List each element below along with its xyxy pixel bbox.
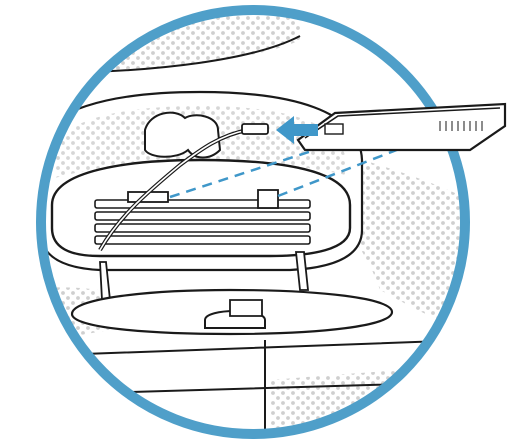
cable-plug (242, 124, 268, 134)
card-connector (325, 124, 343, 134)
memory-card (298, 104, 505, 150)
hook-clip (145, 113, 220, 158)
base-knob-top (230, 300, 262, 316)
right-socket (258, 190, 278, 208)
bottom-right-fabric-texture (270, 365, 470, 448)
